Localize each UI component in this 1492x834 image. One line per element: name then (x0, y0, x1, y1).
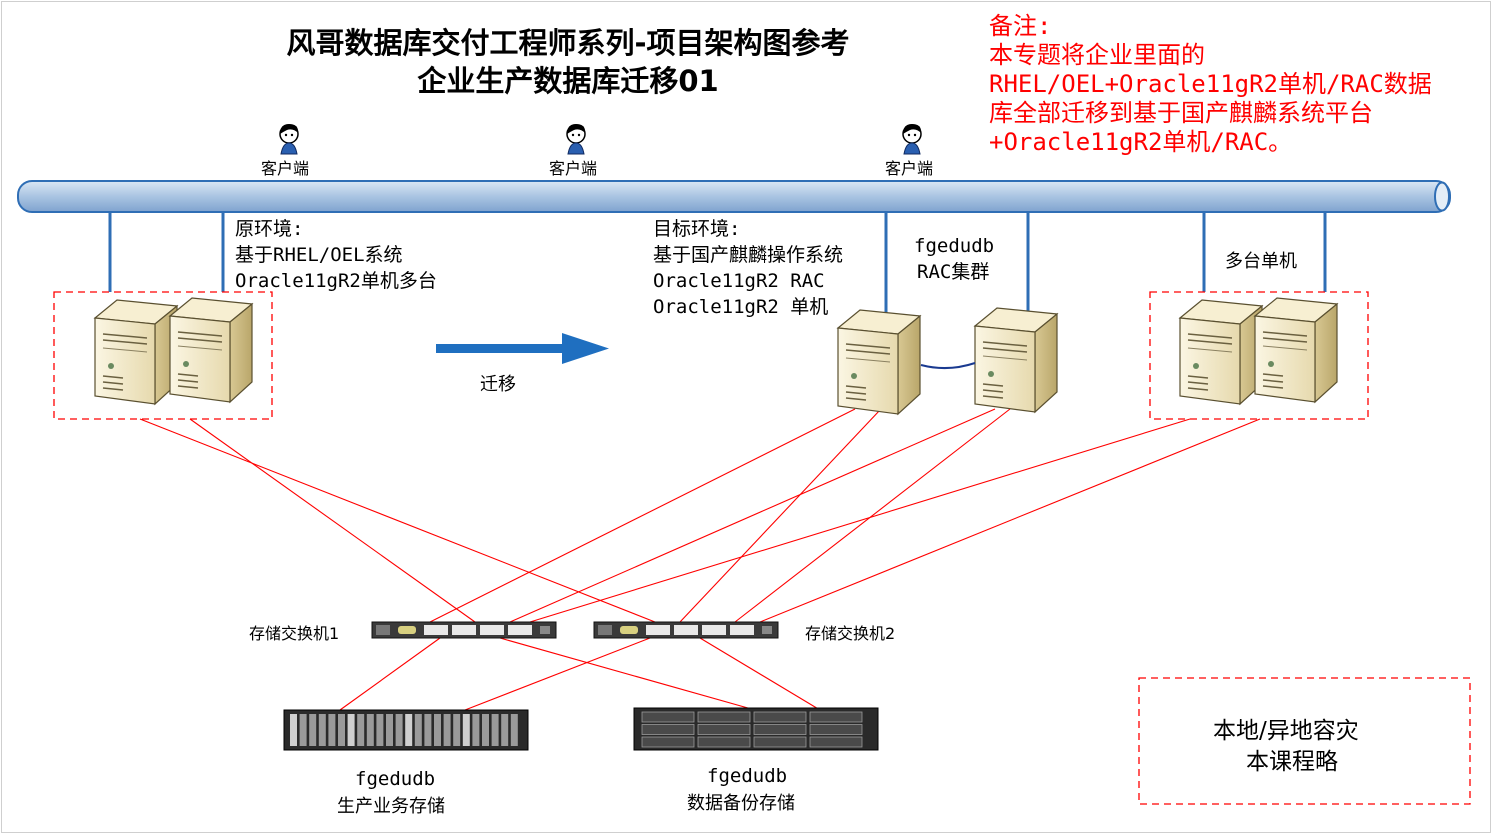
single-group-box (1149, 291, 1369, 420)
migrate-label: 迁移 (480, 374, 516, 395)
multi-single-label: 多台单机 (1225, 251, 1297, 272)
target-env-line: Oracle11gR2 RAC (653, 270, 825, 292)
server-icon (1254, 297, 1338, 403)
server-icon (837, 309, 921, 415)
storage-backup-line: fgedudb (707, 765, 788, 787)
client-icon (279, 123, 299, 155)
storage-prod-line: 生产业务存储 (337, 796, 445, 817)
server-icon (974, 307, 1058, 413)
storage-array-icon (633, 707, 879, 751)
server-icon (169, 297, 253, 403)
dr-box-line: 本地/异地容灾 (1213, 718, 1359, 744)
client-icon (902, 123, 922, 155)
source-env-line: 原环境: (235, 218, 304, 240)
title-line2: 企业生产数据库迁移01 (417, 64, 719, 98)
client-label: 客户端 (549, 159, 598, 178)
storage-array-icon (283, 709, 529, 751)
migrate-arrow-icon (436, 333, 609, 364)
interconnect-line (920, 362, 976, 369)
source-env-line: 基于RHEL/OEL系统 (235, 244, 403, 266)
network-bus (17, 180, 1451, 213)
note-line: +Oracle11gR2单机/RAC。 (989, 128, 1293, 156)
switch-label: 存储交换机1 (249, 624, 340, 643)
note-line: 库全部迁移到基于国产麒麟系统平台 (989, 99, 1373, 127)
san-links (139, 408, 1261, 711)
storage-prod-line: fgedudb (355, 768, 436, 790)
source-env-line: Oracle11gR2单机多台 (235, 270, 437, 292)
note-line: 本专题将企业里面的 (989, 41, 1205, 69)
rac-label-line: RAC集群 (917, 261, 990, 283)
rac-label-line: fgedudb (914, 235, 995, 257)
switch-icon (593, 621, 779, 639)
target-env-line: Oracle11gR2 单机 (653, 296, 829, 318)
target-env-line: 目标环境: (653, 218, 741, 240)
switch-label: 存储交换机2 (805, 624, 896, 643)
switch-icon (371, 621, 557, 639)
storage-backup-line: 数据备份存储 (687, 793, 795, 814)
note-heading: 备注: (989, 12, 1052, 40)
dr-box-line: 本课程略 (1246, 749, 1338, 775)
target-env-line: 基于国产麒麟操作系统 (653, 244, 844, 266)
source-group-box (53, 291, 273, 420)
note-line: RHEL/OEL+Oracle11gR2单机/RAC数据 (989, 70, 1432, 98)
client-icon (566, 123, 586, 155)
title-line1: 风哥数据库交付工程师系列-项目架构图参考 (286, 26, 850, 60)
server-icon (1179, 299, 1263, 405)
client-label: 客户端 (261, 159, 310, 178)
uplinks (108, 212, 1327, 318)
client-label: 客户端 (885, 159, 934, 178)
server-icon (94, 299, 178, 405)
